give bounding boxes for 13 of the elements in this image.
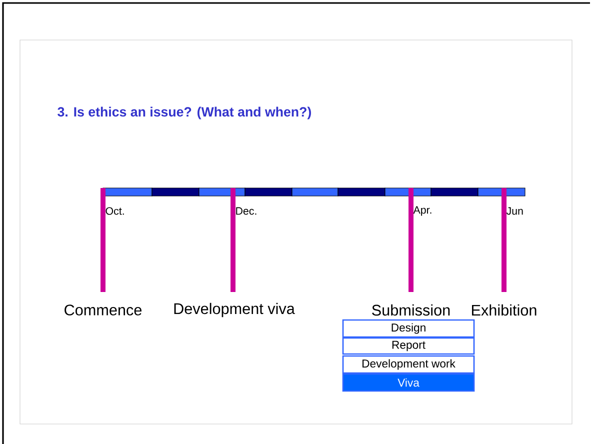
milestone-label: Submission [372,304,450,316]
task-box: Design [342,319,475,338]
task-box: Development work [342,355,475,374]
month-label: Jun [506,207,523,215]
milestone-label: Commence [64,304,142,316]
milestone-label: Exhibition [472,304,536,316]
month-label: Apr. [413,206,432,216]
title: 3. Is ethics an issue? (What and when?) [58,106,311,120]
month-label: Dec. [236,207,256,215]
task-box: Viva [342,373,475,392]
month-label: Oct. [106,207,124,215]
milestone-label: Development viva [174,302,295,318]
task-box: Report [342,337,475,355]
